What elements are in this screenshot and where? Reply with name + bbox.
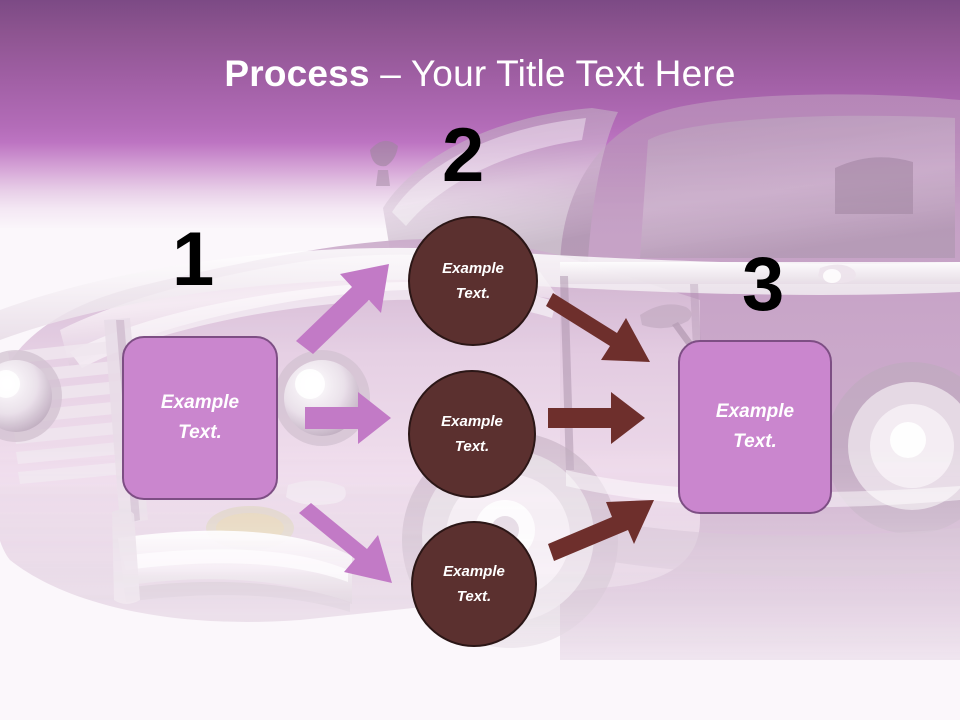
process-node-circle-top[interactable]: Example Text. bbox=[408, 216, 538, 346]
title-separator: – bbox=[369, 53, 411, 94]
node-text-line-2: Text. bbox=[454, 438, 490, 455]
title-bold-part: Process bbox=[224, 53, 370, 94]
node-text-line-1: Example bbox=[160, 392, 240, 413]
arrow-left-to-top-circle bbox=[296, 264, 389, 354]
arrow-left-to-bottom-circle bbox=[299, 503, 392, 583]
process-node-right-rectangle[interactable]: Example Text. bbox=[678, 340, 832, 514]
step-number-3: 3 bbox=[742, 242, 785, 327]
arrow-middle-circle-to-right bbox=[548, 392, 645, 444]
slide-title: Process – Your Title Text Here bbox=[0, 52, 960, 96]
arrow-top-circle-to-right bbox=[546, 293, 650, 362]
node-text-line-1: Example bbox=[441, 413, 503, 430]
node-text-block: Example Text. bbox=[441, 409, 503, 459]
node-text-line-2: Text. bbox=[455, 285, 491, 302]
node-text-line-1: Example bbox=[442, 260, 504, 277]
arrow-left-to-middle-circle bbox=[305, 392, 391, 444]
node-text-line-1: Example bbox=[715, 401, 795, 422]
step-number-1: 1 bbox=[172, 217, 215, 302]
node-text-line-2: Text. bbox=[733, 431, 777, 452]
process-node-circle-middle[interactable]: Example Text. bbox=[408, 370, 536, 498]
arrow-bottom-circle-to-right bbox=[548, 500, 654, 561]
process-node-circle-bottom[interactable]: Example Text. bbox=[411, 521, 537, 647]
step-number-2: 2 bbox=[442, 113, 485, 198]
node-text-line-1: Example bbox=[443, 563, 505, 580]
process-node-left-rectangle[interactable]: Example Text. bbox=[122, 336, 278, 500]
node-text-block: Example Text. bbox=[161, 388, 239, 448]
title-light-part: Your Title Text Here bbox=[410, 53, 736, 94]
node-text-block: Example Text. bbox=[716, 397, 794, 457]
node-text-line-2: Text. bbox=[456, 588, 492, 605]
node-text-block: Example Text. bbox=[442, 256, 504, 306]
node-text-block: Example Text. bbox=[443, 559, 505, 609]
node-text-line-2: Text. bbox=[178, 422, 222, 443]
